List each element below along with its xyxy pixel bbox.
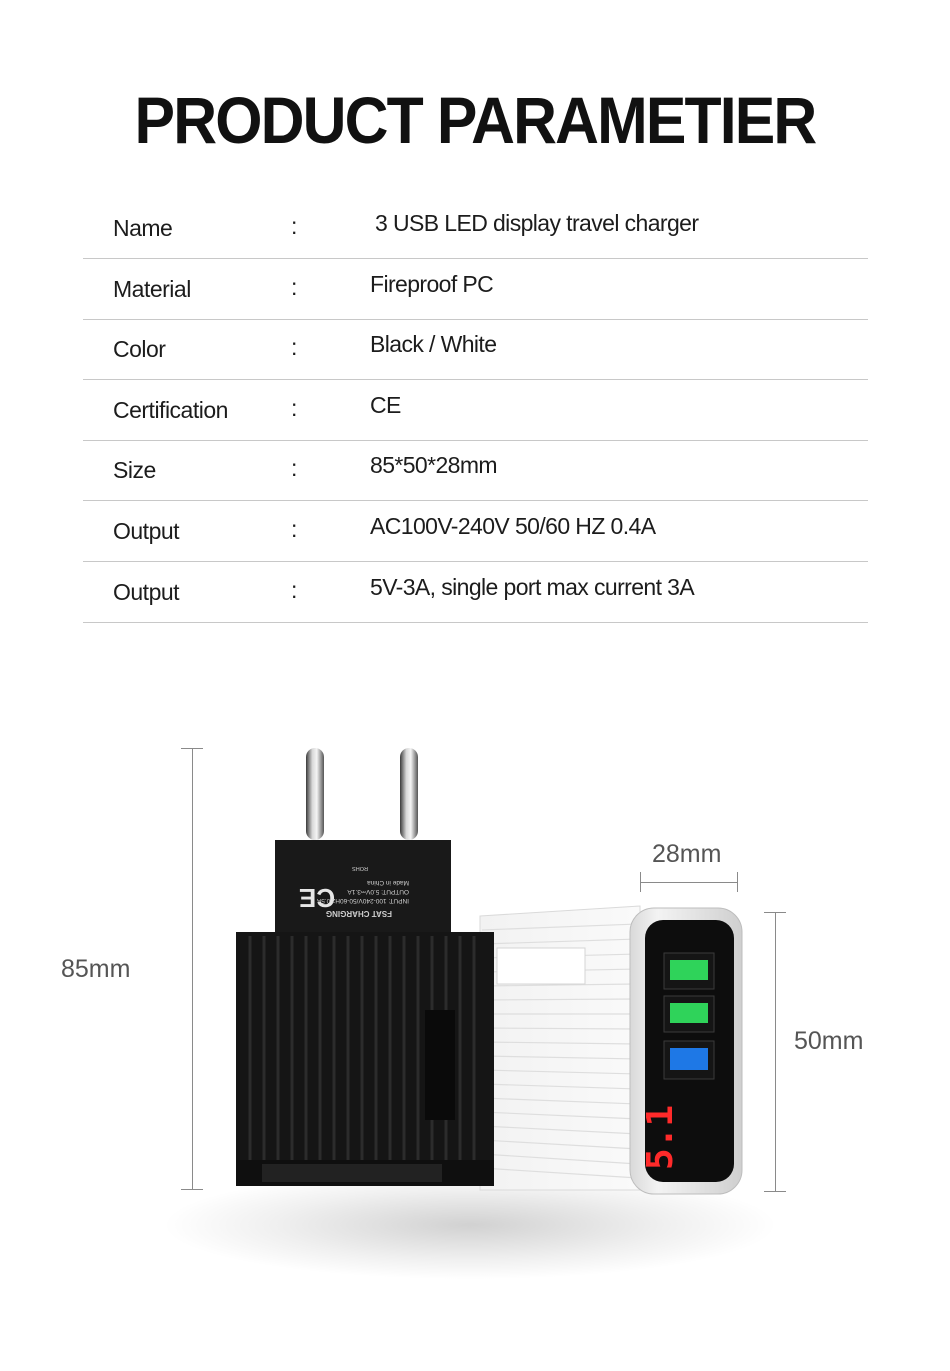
- spec-label: Certification: [113, 396, 228, 423]
- chargers-image: 5.1: [236, 748, 743, 1195]
- spec-separator: :: [291, 455, 298, 482]
- spec-separator: :: [291, 334, 298, 361]
- page-title: PRODUCT PARAMETIER: [134, 83, 818, 157]
- spec-label: Name: [113, 215, 173, 241]
- spec-value: CE: [370, 391, 401, 418]
- spec-value: Fireproof PC: [370, 270, 494, 297]
- spec-label: Output: [113, 517, 180, 544]
- usb-port-green-1: [670, 960, 708, 980]
- spec-row: Name : 3 USB LED display travel charger: [83, 198, 868, 259]
- charger-input-text: INPUT: 100-240V/50-60Hz 0.5A: [316, 897, 409, 904]
- height-dimension-cap-top: [181, 748, 203, 749]
- spec-separator: :: [291, 576, 298, 603]
- spec-row: Output : 5V-3A, single port max current …: [83, 562, 868, 623]
- depth-dimension-cap-right: [737, 872, 738, 892]
- white-charger: 5.1: [479, 905, 743, 1195]
- spec-separator: :: [291, 394, 298, 421]
- plug-pin-left: [306, 748, 324, 840]
- charger-brand-text: FSAT CHARGING: [326, 909, 392, 918]
- usb-port-blue: [670, 1048, 708, 1070]
- spec-row: Output : AC100V-240V 50/60 HZ 0.4A: [83, 501, 868, 562]
- spec-value: 85*50*28mm: [370, 452, 498, 479]
- spec-row: Material : Fireproof PC: [83, 259, 868, 320]
- product-illustration: 5.1: [0, 700, 950, 1320]
- spec-separator: :: [291, 273, 298, 300]
- spec-separator: :: [291, 213, 298, 239]
- width-dimension-cap-top: [764, 912, 786, 913]
- depth-dimension-label: 28mm: [652, 840, 722, 868]
- charger-rohs-text: ROHS: [352, 865, 368, 871]
- spec-row: Size : 85*50*28mm: [83, 441, 868, 502]
- spec-value: 3 USB LED display travel charger: [375, 210, 699, 236]
- height-dimension-cap-bottom: [181, 1189, 203, 1190]
- led-display-readout: 5.1: [640, 1105, 681, 1170]
- black-charger: CE: [236, 748, 494, 1186]
- usb-port-green-2: [670, 1003, 708, 1023]
- width-dimension-line: [775, 912, 776, 1192]
- width-dimension-label: 50mm: [794, 1027, 864, 1055]
- spec-separator: :: [291, 515, 298, 542]
- spec-value: AC100V-240V 50/60 HZ 0.4A: [370, 512, 656, 539]
- spec-table: Name : 3 USB LED display travel charger …: [83, 198, 868, 623]
- spec-label: Output: [113, 578, 180, 605]
- height-dimension-line: [192, 748, 193, 1190]
- charger-label: FSAT CHARGING INPUT: 100-240V/50-60Hz 0.…: [316, 865, 409, 918]
- ce-mark-icon: CE: [299, 883, 335, 913]
- height-dimension-label: 85mm: [61, 955, 131, 983]
- spec-label: Color: [113, 336, 166, 363]
- width-dimension-cap-bottom: [764, 1191, 786, 1192]
- spec-label: Material: [113, 275, 191, 302]
- plug-pin-right: [400, 748, 418, 840]
- spec-row: Certification : CE: [83, 380, 868, 441]
- spec-value: 5V-3A, single port max current 3A: [370, 573, 695, 600]
- spec-label: Size: [113, 457, 156, 484]
- depth-dimension-cap-left: [640, 872, 641, 892]
- depth-dimension-line: [640, 882, 738, 883]
- spec-value: Black / White: [370, 331, 497, 358]
- spec-row: Color : Black / White: [83, 320, 868, 381]
- charger-origin-text: Made in China: [367, 879, 409, 886]
- charger-output-text: OUTPUT: 5.0V⎓3.1A: [347, 888, 409, 895]
